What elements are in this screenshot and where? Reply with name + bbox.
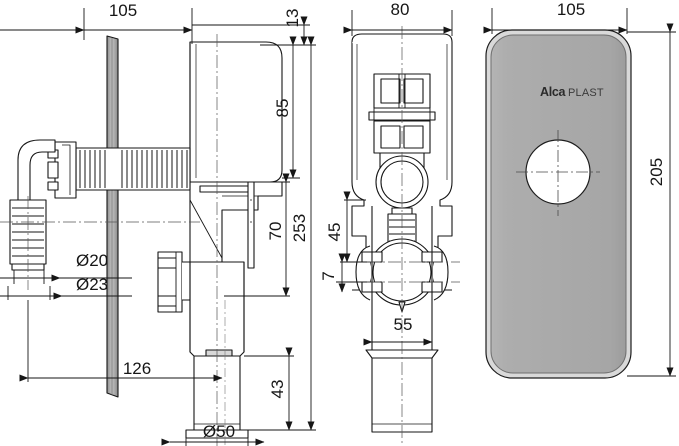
dim-label-13: 13: [283, 9, 302, 28]
dim-label-126: 126: [123, 359, 151, 378]
front-centerlines: [346, 26, 460, 446]
front-section-view: [346, 26, 460, 446]
dim-label-diameter-20: Ø20: [76, 251, 108, 270]
corrugated-elbow-hose: [9, 139, 56, 271]
dim-label-45: 45: [325, 223, 344, 242]
wall-flange: [106, 35, 119, 398]
side-section-view: [0, 34, 283, 446]
dim-label-diameter-50: Ø50: [203, 422, 235, 441]
dimension-lines: [0, 8, 676, 446]
trap-body-upper: [189, 41, 283, 183]
dim-label-105-top-right: 105: [557, 0, 585, 19]
dim-label-85: 85: [273, 99, 292, 118]
plate-centerlines: [516, 130, 600, 216]
lower-sphere-union: [355, 238, 449, 313]
brand-logo-plast: PLAST: [568, 87, 604, 99]
brand-logo-alca: Alca: [540, 85, 567, 99]
cover-plate-view: [485, 29, 632, 379]
dim-label-7: 7: [319, 271, 338, 280]
dim-label-80: 80: [391, 0, 410, 19]
internal-lever: [247, 181, 255, 269]
dim-label-205: 205: [647, 158, 666, 186]
dim-label-43: 43: [268, 380, 287, 399]
dim-label-55: 55: [394, 315, 413, 334]
dim-label-105-top-left: 105: [109, 1, 137, 20]
dim-label-253: 253: [290, 214, 309, 242]
dim-label-70: 70: [266, 222, 285, 241]
dim-label-diameter-23: Ø23: [76, 275, 108, 294]
threaded-barrel: [75, 147, 191, 191]
